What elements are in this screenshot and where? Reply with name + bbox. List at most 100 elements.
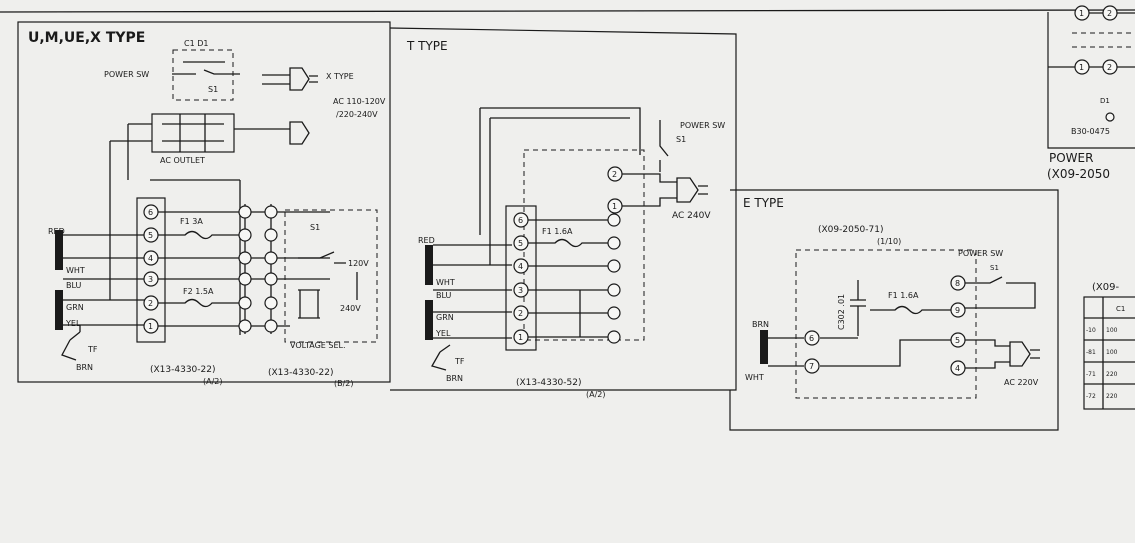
t-fuse — [528, 238, 608, 248]
e-fuse-label: F1 1.6A — [888, 291, 919, 300]
e-part-sub: (1/10) — [877, 237, 901, 246]
t-tf-symbol — [431, 344, 451, 371]
fuse-f1 — [158, 230, 240, 240]
e-wht-label: WHT — [745, 373, 764, 382]
fuse-f2-label: F2 1.5A — [183, 287, 214, 296]
fuse-f1-label: F1 3A — [180, 217, 203, 226]
t-wire-yel: YEL — [435, 329, 451, 338]
outlet-plug — [234, 121, 310, 145]
umuex-primary-wires — [63, 234, 146, 326]
svg-text:6: 6 — [518, 216, 523, 225]
t-plug-terminal-2: 2 — [607, 166, 623, 182]
t-terminal-2: 2 — [513, 305, 529, 321]
t-plug-terminal-1: 1 — [607, 198, 623, 214]
t-primary-wires — [433, 244, 512, 339]
t-brn-label: BRN — [446, 374, 463, 383]
t-fuse-label: F1 1.6A — [542, 227, 573, 236]
selector-switch — [298, 251, 346, 264]
ac-outlet-label: AC OUTLET — [160, 156, 205, 165]
right-val-2: 100 — [1106, 349, 1118, 356]
wire-grn: GRN — [66, 303, 84, 312]
right-led — [1105, 112, 1115, 122]
t-terminal-strip — [505, 205, 537, 351]
svg-text:2: 2 — [518, 309, 523, 318]
e-transformer — [760, 330, 768, 364]
tf-fuse-symbol — [61, 325, 81, 361]
t-part-label: (X13-4330-52) — [516, 378, 582, 388]
svg-text:3: 3 — [148, 275, 153, 284]
t-top-wires — [479, 107, 641, 265]
t-ac-plug — [622, 173, 708, 207]
voltage-sel-dashed-box — [284, 209, 378, 343]
t-wire-wht: WHT — [436, 278, 455, 287]
selector-jumper — [298, 289, 320, 319]
t-terminal-3: 3 — [513, 282, 529, 298]
svg-text:4: 4 — [955, 364, 960, 373]
power-sw-contact — [172, 61, 240, 75]
wire-blu: BLU — [66, 281, 82, 290]
svg-text:3: 3 — [518, 286, 523, 295]
selector-nodes — [238, 205, 278, 333]
right-power-label: POWER — [1049, 151, 1093, 165]
right-val-4: 220 — [1106, 393, 1118, 400]
t-terminal-6: 6 — [513, 212, 529, 228]
svg-text:8: 8 — [955, 279, 960, 288]
right-part-label: (X09-2050 — [1047, 167, 1110, 181]
e-power-sw-label: POWER SW — [958, 249, 1003, 258]
e-sw-label: S1 — [990, 264, 999, 272]
svg-text:2: 2 — [1107, 9, 1112, 18]
voltage-sel-label: VOLTAGE SEL. — [290, 341, 346, 350]
sel-s1-label: S1 — [310, 223, 320, 232]
e-terminal-9: 9 — [950, 302, 966, 318]
panel-right-partial: 1 2 1 2 D1 B30-0475 POWER (X09-2050 (X09… — [1047, 5, 1135, 410]
e-terminal-5: 5 — [950, 332, 966, 348]
t-wire-blu: BLU — [436, 291, 452, 300]
power-sw-label: POWER SW — [104, 70, 149, 79]
terminal-circle-5: 5 — [143, 227, 159, 243]
right-row-3: -71 — [1086, 371, 1096, 378]
ac-volts-b: /220-240V — [336, 110, 378, 119]
right-terminal-b2: 2 — [1102, 59, 1118, 75]
terminal-circle-2: 2 — [143, 295, 159, 311]
t-ac-label: AC 240V — [672, 211, 711, 221]
right-row-4: -72 — [1086, 393, 1096, 400]
svg-text:2: 2 — [1107, 63, 1112, 72]
t-bus-wires — [528, 219, 608, 338]
panel-t-frame — [389, 27, 737, 391]
ac-outlet-contacts — [162, 114, 224, 152]
e-ac-label: AC 220V — [1004, 378, 1039, 387]
t-wire-red: RED — [418, 236, 435, 245]
ac-volts-a: AC 110-120V — [333, 97, 386, 106]
svg-text:1: 1 — [612, 202, 617, 211]
s1-label: S1 — [208, 85, 218, 94]
e-dashed-box — [795, 249, 977, 399]
right-terminal-a1: 1 — [1074, 5, 1090, 21]
right-frame — [1047, 12, 1135, 149]
sheet-top-line — [0, 9, 1135, 13]
terminal-circle-4: 4 — [143, 250, 159, 266]
e-terminal-8: 8 — [950, 275, 966, 291]
right-table-col: C1 — [1116, 305, 1125, 313]
brn-label: BRN — [76, 363, 93, 372]
transformer-primary-a — [55, 230, 63, 270]
t-terminal-5: 5 — [513, 235, 529, 251]
t-terminal-4: 4 — [513, 258, 529, 274]
svg-text:2: 2 — [148, 299, 153, 308]
panel-e-title: E TYPE — [743, 196, 784, 210]
t-power-sw — [659, 120, 669, 172]
t-s1-label: S1 — [676, 135, 686, 144]
right-row-2: -81 — [1086, 349, 1096, 356]
t-bus-nodes — [607, 213, 621, 344]
right-part-no: B30-0475 — [1071, 127, 1110, 136]
wire-red: RED — [48, 227, 65, 236]
svg-text:5: 5 — [955, 336, 960, 345]
e-fuse — [870, 305, 952, 315]
transformer-primary-b — [55, 290, 63, 330]
svg-text:5: 5 — [518, 239, 523, 248]
e-part-label: (X09-2050-71) — [818, 225, 884, 235]
right-val-1: 100 — [1106, 327, 1118, 334]
right-terminal-b1: 1 — [1074, 59, 1090, 75]
svg-text:1: 1 — [1079, 9, 1084, 18]
right-table-head: (X09- — [1092, 282, 1119, 293]
t-tf-label: TF — [454, 357, 465, 366]
